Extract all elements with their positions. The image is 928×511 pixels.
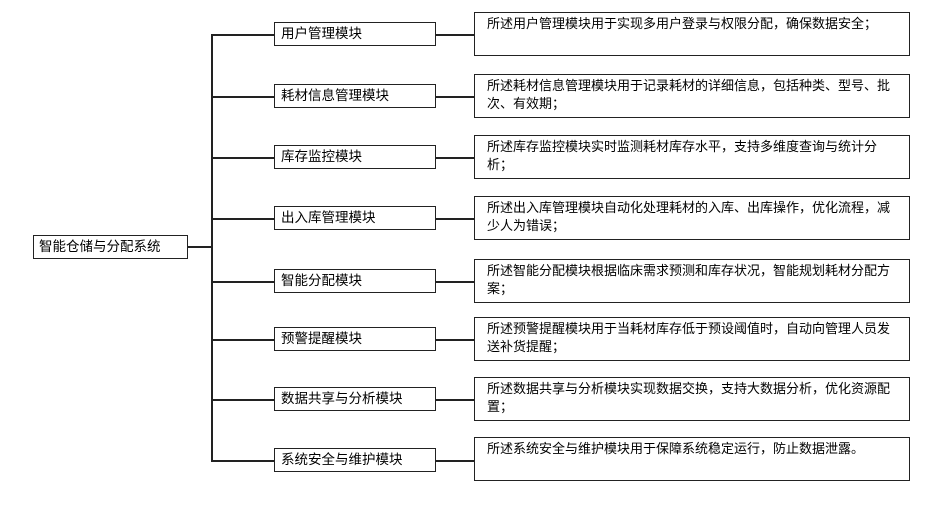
module-node: 预警提醒模块 (274, 327, 436, 351)
module-node: 用户管理模块 (274, 22, 436, 46)
branch-connector (211, 218, 274, 220)
module-node: 数据共享与分析模块 (274, 387, 436, 411)
module-description: 所述库存监控模块实时监测耗材库存水平，支持多维度查询与统计分析； (474, 135, 910, 179)
module-node: 智能分配模块 (274, 269, 436, 293)
module-desc-connector (436, 339, 474, 341)
vertical-spine (211, 34, 213, 461)
module-desc-connector (436, 157, 474, 159)
module-description-text: 所述系统安全与维护模块用于保障系统稳定运行，防止数据泄露。 (487, 442, 864, 457)
module-node: 库存监控模块 (274, 145, 436, 169)
module-desc-connector (436, 96, 474, 98)
branch-connector (211, 281, 274, 283)
branch-connector (211, 339, 274, 341)
module-label: 耗材信息管理模块 (281, 88, 389, 104)
module-label: 智能分配模块 (281, 273, 362, 289)
module-description: 所述用户管理模块用于实现多用户登录与权限分配，确保数据安全； (474, 12, 910, 56)
module-description: 所述出入库管理模块自动化处理耗材的入库、出库操作，优化流程，减少人为错误； (474, 196, 910, 240)
branch-connector (211, 460, 274, 462)
module-node: 出入库管理模块 (274, 206, 436, 230)
module-label: 预警提醒模块 (281, 331, 362, 347)
module-node: 系统安全与维护模块 (274, 448, 436, 472)
module-desc-connector (436, 34, 474, 36)
module-description: 所述系统安全与维护模块用于保障系统稳定运行，防止数据泄露。 (474, 437, 910, 481)
module-description: 所述数据共享与分析模块实现数据交换，支持大数据分析，优化资源配置； (474, 377, 910, 421)
root-node-label: 智能仓储与分配系统 (39, 239, 161, 255)
root-connector (188, 246, 212, 248)
module-description-text: 所述预警提醒模块用于当耗材库存低于预设阈值时，自动向管理人员发送补货提醒； (487, 322, 890, 355)
module-description-text: 所述耗材信息管理模块用于记录耗材的详细信息，包括种类、型号、批次、有效期； (487, 79, 890, 112)
branch-connector (211, 399, 274, 401)
root-node: 智能仓储与分配系统 (33, 235, 188, 259)
module-description: 所述智能分配模块根据临床需求预测和库存状况，智能规划耗材分配方案； (474, 259, 910, 303)
module-desc-connector (436, 218, 474, 220)
module-label: 出入库管理模块 (281, 210, 376, 226)
module-label: 库存监控模块 (281, 149, 362, 165)
branch-connector (211, 96, 274, 98)
module-label: 系统安全与维护模块 (281, 452, 403, 468)
module-desc-connector (436, 460, 474, 462)
module-description: 所述预警提醒模块用于当耗材库存低于预设阈值时，自动向管理人员发送补货提醒； (474, 317, 910, 361)
module-description-text: 所述出入库管理模块自动化处理耗材的入库、出库操作，优化流程，减少人为错误； (487, 201, 890, 234)
module-description-text: 所述数据共享与分析模块实现数据交换，支持大数据分析，优化资源配置； (487, 382, 890, 415)
module-label: 用户管理模块 (281, 26, 362, 42)
branch-connector (211, 157, 274, 159)
module-node: 耗材信息管理模块 (274, 84, 436, 108)
module-desc-connector (436, 281, 474, 283)
branch-connector (211, 34, 274, 36)
module-label: 数据共享与分析模块 (281, 391, 403, 407)
module-description: 所述耗材信息管理模块用于记录耗材的详细信息，包括种类、型号、批次、有效期； (474, 74, 910, 118)
module-description-text: 所述智能分配模块根据临床需求预测和库存状况，智能规划耗材分配方案； (487, 264, 890, 297)
module-description-text: 所述用户管理模块用于实现多用户登录与权限分配，确保数据安全； (487, 17, 877, 32)
module-description-text: 所述库存监控模块实时监测耗材库存水平，支持多维度查询与统计分析； (487, 140, 877, 173)
module-desc-connector (436, 399, 474, 401)
